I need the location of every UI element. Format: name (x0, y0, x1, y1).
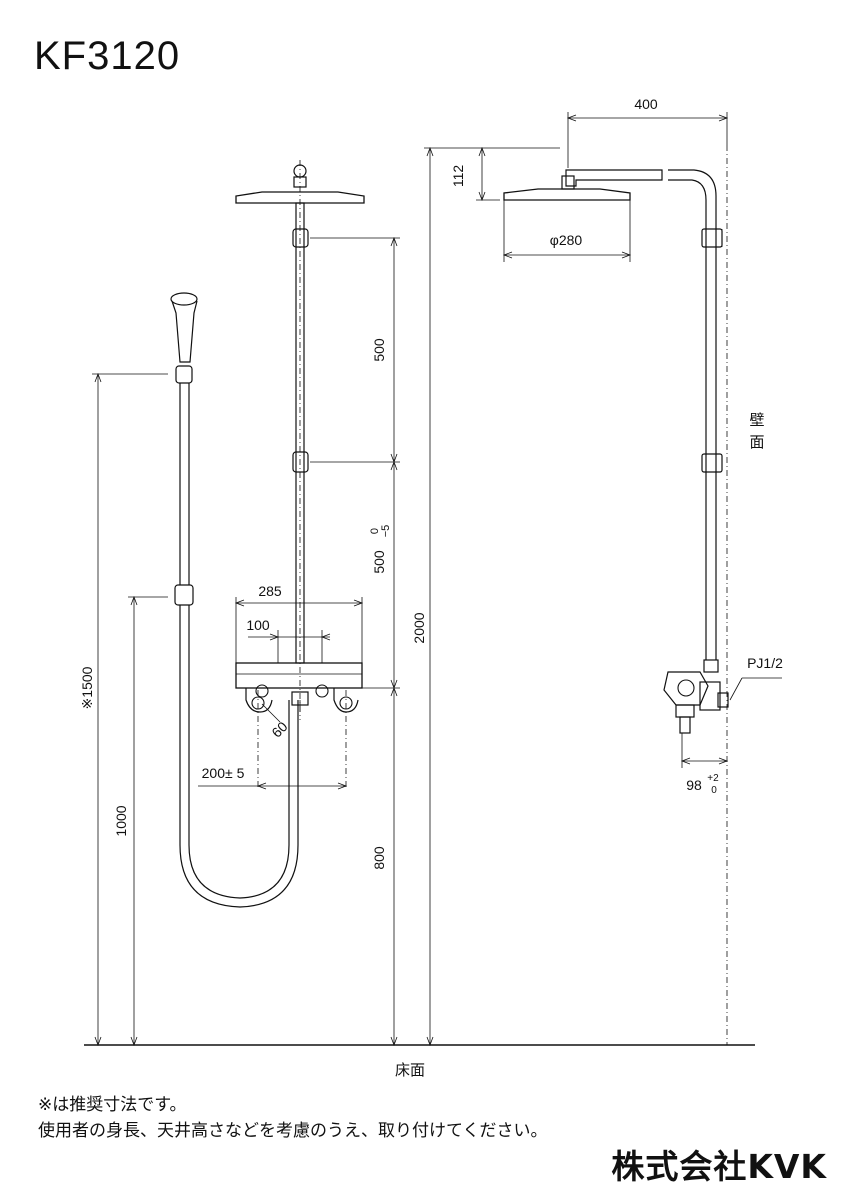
side-shower-head (503, 188, 631, 201)
hand-shower-holder (174, 584, 194, 606)
model-title: KF3120 (34, 34, 181, 78)
side-riser-pipe (668, 169, 717, 660)
dim-280: φ280 (550, 232, 583, 248)
front-dimensions: 500 500 0 −5 800 285 100 60 200± 5 ※1500 (79, 146, 560, 1047)
dim-1000: 1000 (113, 805, 129, 836)
upper-bracket (292, 228, 309, 248)
dim-500-tol-upper: 0 (369, 528, 381, 534)
overhead-shower-head (235, 164, 365, 204)
dim-285: 285 (258, 583, 282, 599)
shower-arm (565, 169, 663, 187)
dim-98: 98 (686, 777, 702, 793)
dim-800: 800 (371, 846, 387, 870)
dim-400: 400 (634, 96, 658, 112)
note-line-1: ※は推奨寸法です。 (38, 1095, 187, 1115)
dim-500-tol-lower: −5 (380, 525, 392, 538)
side-view (503, 145, 729, 1045)
side-mixer-valve (663, 659, 729, 734)
dim-1500: ※1500 (79, 666, 95, 709)
floor-label: 床面 (395, 1061, 425, 1079)
dim-98-tol-lower: 0 (711, 785, 717, 796)
pj-label: PJ1/2 (747, 655, 783, 671)
wall-label-2: 面 (749, 433, 764, 451)
dim-500-lower: 500 (371, 550, 387, 574)
dim-60: 60 (268, 718, 290, 740)
dim-500-upper: 500 (371, 338, 387, 362)
shower-hose (179, 605, 299, 908)
middle-bracket (292, 451, 309, 473)
mixer-valve (235, 662, 363, 713)
dim-112: 112 (450, 165, 466, 188)
side-dimensions: 400 112 φ280 98 +2 0 PJ1/2 壁 面 (450, 96, 783, 796)
brand-logo: 株式会社KVK (611, 1147, 827, 1186)
hand-shower (170, 292, 198, 384)
dim-100: 100 (246, 617, 270, 633)
front-view (170, 160, 365, 908)
note-line-2: 使用者の身長、天井高さなどを考慮のうえ、取り付けてください。 (38, 1121, 548, 1141)
dim-98-tol-upper: +2 (707, 773, 719, 784)
wall-label-1: 壁 (749, 411, 764, 429)
dim-200: 200± 5 (202, 765, 245, 781)
dim-2000: 2000 (411, 612, 427, 643)
